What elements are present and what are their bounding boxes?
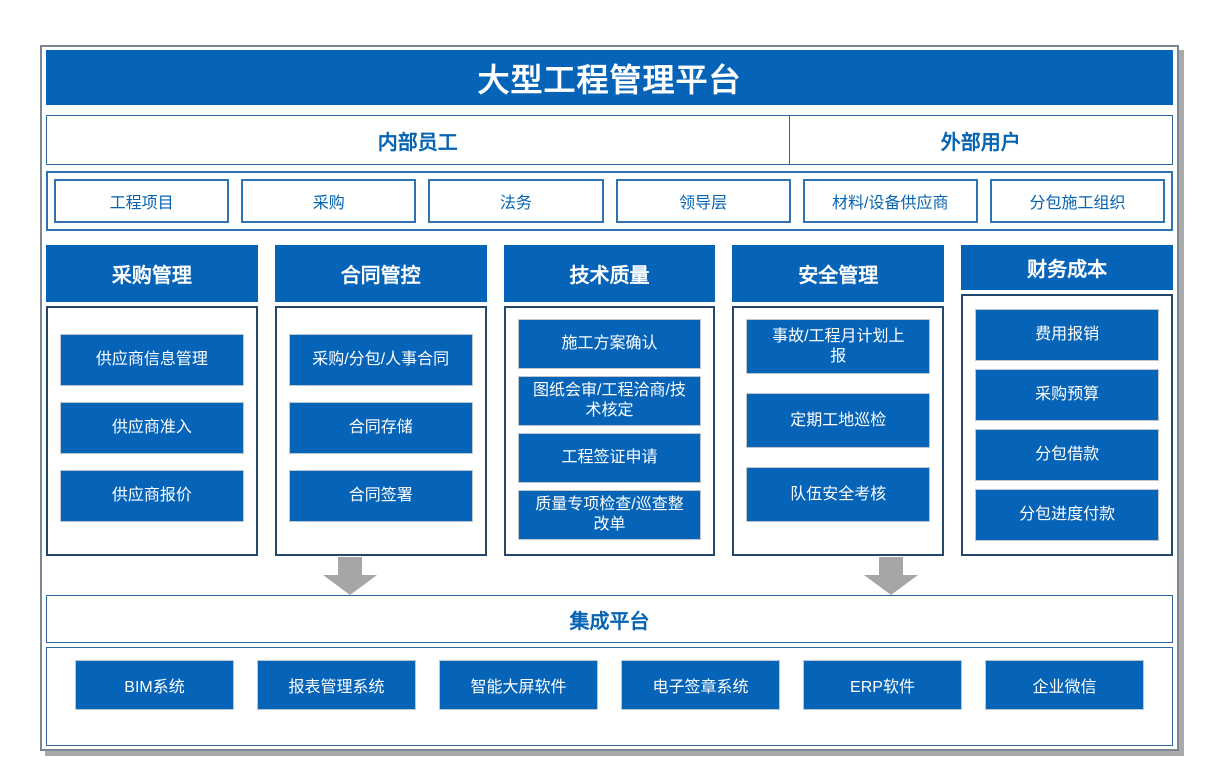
- audience-external-label: 外部用户: [940, 131, 1021, 154]
- module-item: 质量专项检查/巡查整改单: [517, 490, 702, 540]
- system-e-signature: 电子签章系统: [621, 660, 780, 710]
- user-group-legal: 法务: [428, 179, 604, 223]
- user-group-leadership: 领导层: [615, 179, 791, 223]
- integrated-systems-row: BIM系统 报表管理系统 智能大屏软件 电子签章系统 ERP软件 企业微信: [46, 647, 1173, 746]
- column-body: 供应商信息管理 供应商准入 供应商报价: [46, 306, 258, 556]
- column-finance-cost: 财务成本 费用报销 采购预算 分包借款 分包进度付款: [961, 245, 1173, 556]
- module-item: 供应商准入: [60, 402, 244, 454]
- audience-row: 内部员工 外部用户: [46, 115, 1173, 165]
- down-arrow-icon: [323, 557, 378, 595]
- column-contract-control: 合同管控 采购/分包/人事合同 合同存储 合同签署: [274, 245, 487, 556]
- column-header: 技术质量: [503, 245, 716, 302]
- system-wecom: 企业微信: [985, 660, 1144, 710]
- page-title: 大型工程管理平台: [46, 50, 1173, 105]
- audience-internal-cell: 内部员工: [47, 116, 790, 164]
- user-group-material-supplier: 材料/设备供应商: [802, 179, 978, 223]
- column-safety-management: 安全管理 事故/工程月计划上报 定期工地巡检 队伍安全考核: [732, 245, 945, 556]
- column-body: 施工方案确认 图纸会审/工程洽商/技术核定 工程签证申请 质量专项检查/巡查整改…: [503, 306, 716, 556]
- platform-architecture-diagram: 大型工程管理平台 内部员工 外部用户 工程项目 采购 法务 领导层 材料/设备供…: [40, 45, 1179, 751]
- system-big-screen: 智能大屏软件: [439, 660, 598, 710]
- column-technical-quality: 技术质量 施工方案确认 图纸会审/工程洽商/技术核定 工程签证申请 质量专项检查…: [503, 245, 716, 556]
- module-item: 图纸会审/工程洽商/技术核定: [517, 376, 702, 426]
- module-item: 合同存储: [288, 402, 473, 454]
- audience-internal-label: 内部员工: [377, 131, 458, 154]
- system-reporting: 报表管理系统: [257, 660, 416, 710]
- audience-external-cell: 外部用户: [790, 116, 1173, 164]
- module-item: 合同签署: [288, 470, 473, 522]
- user-group-procurement: 采购: [241, 179, 417, 223]
- system-erp: ERP软件: [803, 660, 962, 710]
- module-item: 供应商信息管理: [60, 334, 244, 386]
- column-header: 财务成本: [961, 245, 1173, 290]
- column-header: 采购管理: [46, 245, 258, 302]
- module-columns: 采购管理 供应商信息管理 供应商准入 供应商报价 合同管控 采购/分包/人事合同…: [46, 245, 1173, 556]
- module-item: 采购预算: [975, 369, 1159, 421]
- module-item: 施工方案确认: [517, 319, 702, 369]
- module-item: 采购/分包/人事合同: [288, 334, 473, 386]
- down-arrow-icon: [864, 557, 919, 595]
- module-item: 工程签证申请: [517, 433, 702, 483]
- module-item: 费用报销: [975, 309, 1159, 361]
- module-item: 定期工地巡检: [746, 393, 931, 448]
- flow-arrows-row: [46, 556, 1173, 595]
- column-body: 采购/分包/人事合同 合同存储 合同签署: [274, 306, 487, 556]
- column-body: 费用报销 采购预算 分包借款 分包进度付款: [961, 294, 1173, 556]
- column-body: 事故/工程月计划上报 定期工地巡检 队伍安全考核: [732, 306, 945, 556]
- column-header: 安全管理: [732, 245, 945, 302]
- user-group-subcontractor: 分包施工组织: [989, 179, 1166, 223]
- user-groups-row: 工程项目 采购 法务 领导层 材料/设备供应商 分包施工组织: [46, 171, 1173, 231]
- system-bim: BIM系统: [75, 660, 234, 710]
- module-item: 供应商报价: [60, 470, 244, 522]
- module-item: 分包借款: [975, 429, 1159, 481]
- module-item: 分包进度付款: [975, 489, 1159, 541]
- module-item: 事故/工程月计划上报: [746, 319, 931, 374]
- column-header: 合同管控: [274, 245, 487, 302]
- module-item: 队伍安全考核: [746, 467, 931, 522]
- integration-platform-bar: 集成平台: [46, 595, 1173, 643]
- column-procurement-management: 采购管理 供应商信息管理 供应商准入 供应商报价: [46, 245, 258, 556]
- user-group-engineering-project: 工程项目: [54, 179, 230, 223]
